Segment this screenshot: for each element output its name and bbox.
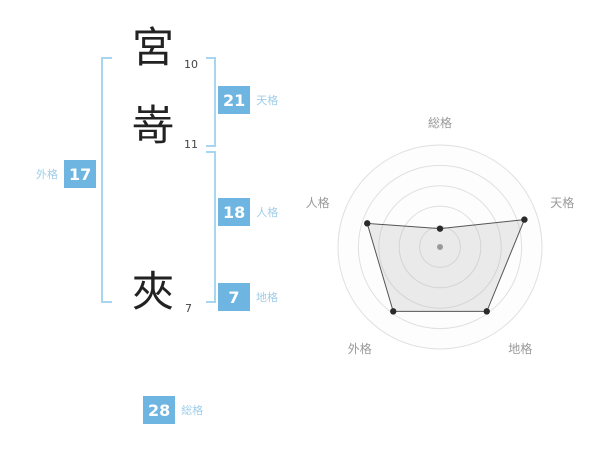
stroke-count-1: 10	[184, 58, 198, 71]
stroke-count-3: 7	[185, 302, 192, 315]
svg-text:地格: 地格	[508, 341, 532, 356]
jinkaku-bracket	[206, 151, 216, 303]
jinkaku-label: 人格	[256, 206, 279, 219]
name-char-3: 夾	[132, 267, 175, 316]
chikaku-value: 7	[218, 283, 250, 311]
jinkaku-group: 18 人格	[218, 198, 278, 226]
svg-text:外格: 外格	[348, 341, 372, 356]
chikaku-group: 7 地格	[218, 283, 278, 311]
gaikaku-value: 17	[64, 160, 97, 188]
name-char-2: 嵜	[132, 101, 175, 150]
soukaku-label: 総格	[181, 404, 204, 417]
tenkaku-label: 天格	[256, 94, 279, 107]
tenkaku-group: 21 天格	[218, 86, 278, 114]
chikaku-label: 地格	[256, 291, 278, 304]
soukaku-value: 28	[143, 396, 176, 424]
radar-chart: 総格天格地格 外格 人格	[298, 112, 588, 384]
svg-text:総格: 総格	[428, 115, 452, 130]
name-char-1: 宮	[132, 23, 175, 72]
svg-text:人格: 人格	[306, 195, 330, 210]
stroke-count-2: 11	[184, 138, 198, 151]
tenkaku-bracket	[206, 57, 216, 147]
gaikaku-group: 外格 17	[36, 160, 97, 188]
gaikaku-bracket	[101, 57, 112, 303]
soukaku-group: 28 総格	[143, 396, 203, 424]
svg-text:天格: 天格	[550, 195, 574, 210]
tenkaku-value: 21	[218, 86, 251, 114]
gaikaku-label: 外格	[36, 168, 58, 181]
jinkaku-value: 18	[218, 198, 251, 226]
